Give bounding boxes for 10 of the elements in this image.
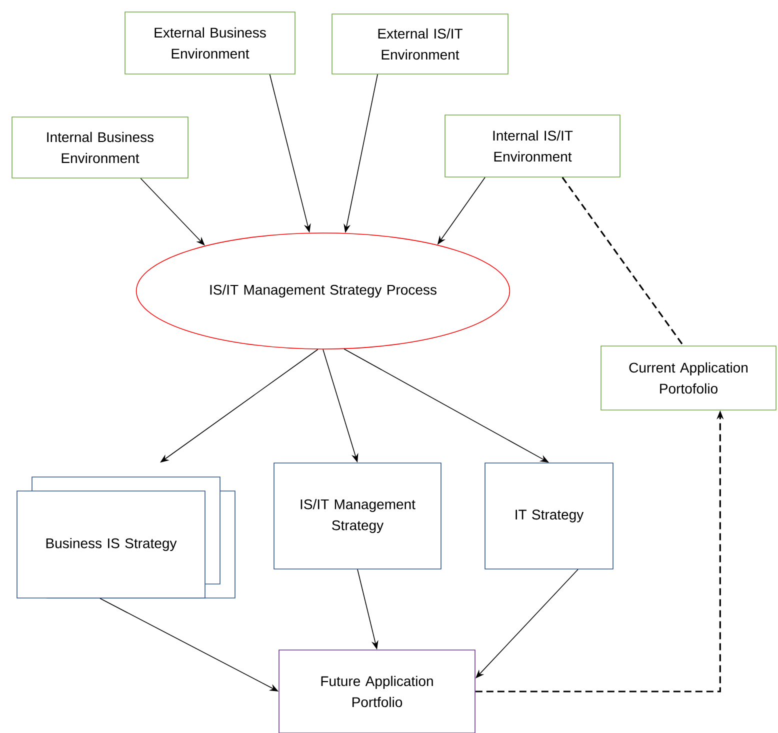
process-box: IS/IT Management Strategy xyxy=(274,462,442,570)
process-box: Future Application Portfolio xyxy=(278,650,476,733)
stacked-document-box: Business IS Strategy xyxy=(16,476,236,598)
process-box: Internal IS/IT Environment xyxy=(444,114,620,178)
process-box: External IS/IT Environment xyxy=(332,14,508,74)
process-box: External Business Environment xyxy=(124,12,296,74)
dashed-connector xyxy=(562,176,684,346)
process-box: IT Strategy xyxy=(484,462,614,570)
process-box: Current Application Portofolio xyxy=(600,346,776,410)
process-box: Internal Business Environment xyxy=(12,116,188,178)
